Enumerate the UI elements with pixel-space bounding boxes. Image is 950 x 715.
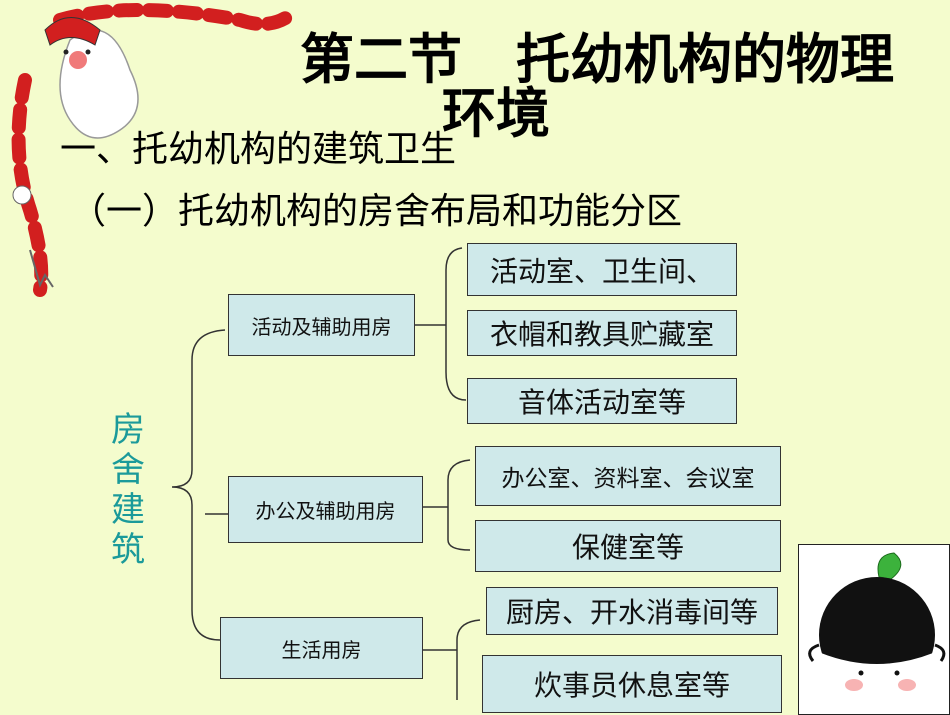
root-char: 建 xyxy=(111,490,145,530)
heading-layout-zoning: （一）托幼机构的房舍布局和功能分区 xyxy=(70,191,683,232)
item-label: 厨房、开水消毒间等 xyxy=(505,596,758,629)
category-label: 办公及辅助用房 xyxy=(255,499,396,523)
item-office: 办公室、资料室、会议室 xyxy=(475,446,781,506)
heading-building-hygiene: 一、托幼机构的建筑卫生 xyxy=(60,129,457,170)
category-office-rooms: 办公及辅助用房 xyxy=(228,476,423,543)
title-line-2: 环境 xyxy=(442,82,550,145)
item-label: 音体活动室等 xyxy=(517,386,686,419)
santa-ribbon-icon xyxy=(11,3,297,297)
item-clinic: 保健室等 xyxy=(475,520,781,572)
root-char: 舍 xyxy=(111,450,145,490)
root-char: 房 xyxy=(111,410,145,450)
root-char: 筑 xyxy=(111,530,145,570)
category-label: 生活用房 xyxy=(281,637,362,662)
item-label: 办公室、资料室、会议室 xyxy=(501,466,755,492)
item-label: 衣帽和教具贮藏室 xyxy=(489,318,714,351)
category-label: 活动及辅助用房 xyxy=(251,314,392,339)
girl-cartoon-icon xyxy=(798,544,950,715)
item-activity-room: 活动室、卫生间、 xyxy=(467,243,737,296)
item-music-room: 音体活动室等 xyxy=(467,378,737,424)
item-kitchen: 厨房、开水消毒间等 xyxy=(486,587,778,635)
page-title: 第二节 托幼机构的物理 环境 xyxy=(300,30,940,144)
category-living-rooms: 生活用房 xyxy=(220,617,423,679)
item-label: 活动室、卫生间、 xyxy=(489,254,714,288)
item-staff-rest-room: 炊事员休息室等 xyxy=(482,655,782,713)
item-label: 保健室等 xyxy=(571,531,684,564)
root-label-building: 房 舍 建 筑 xyxy=(108,410,148,570)
title-line-1: 第二节 托幼机构的物理 xyxy=(300,28,894,91)
item-label: 炊事员休息室等 xyxy=(533,669,730,702)
category-activity-rooms: 活动及辅助用房 xyxy=(228,294,415,356)
item-cloakroom: 衣帽和教具贮藏室 xyxy=(467,310,737,356)
